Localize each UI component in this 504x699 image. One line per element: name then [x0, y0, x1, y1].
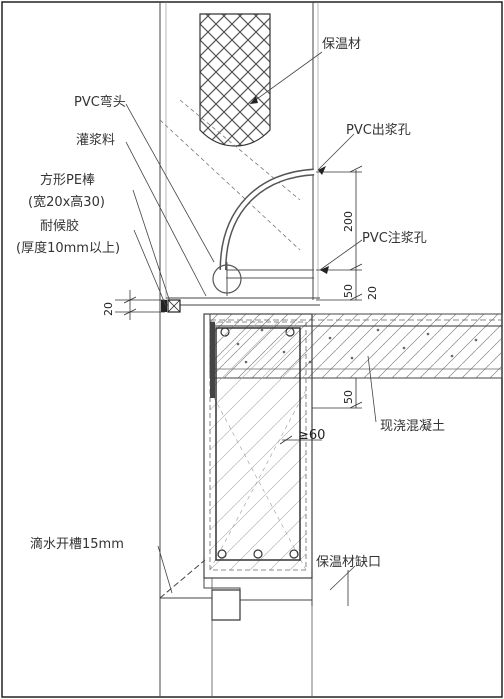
label-pe-rod: 方形PE棒: [40, 173, 96, 188]
dim-50-top: 50: [342, 284, 355, 298]
beam-core: [209, 321, 307, 571]
leader-lines: [125, 51, 377, 594]
label-pvc-inlet: PVC注浆孔: [362, 231, 427, 246]
dim-200: 200: [342, 211, 355, 232]
label-sealant: 耐候胶: [40, 219, 80, 234]
guide-line-2: [179, 99, 301, 201]
embedded-plate: [210, 322, 215, 398]
sealant: [161, 300, 167, 312]
dim-50-lower: 50: [342, 390, 355, 404]
beam: [203, 313, 313, 579]
label-grout: 灌浆料: [76, 133, 116, 148]
label-pvc-outlet: PVC出浆孔: [346, 123, 411, 138]
label-drip-groove: 滴水开槽15mm: [30, 537, 124, 552]
stirrup: [215, 327, 301, 561]
label-insulation: 保温材: [322, 37, 362, 52]
label-cast-concrete: 现浇混凝土: [380, 419, 446, 434]
label-insulation-gap: 保温材缺口: [316, 555, 382, 570]
label-pvc-elbow: PVC弯头: [74, 95, 126, 110]
dim-20-right: 20: [366, 286, 379, 300]
label-pe-rod-size: (宽20x高30): [28, 195, 105, 210]
dim-ge60: ≥60: [298, 428, 326, 443]
guide-line-1: [159, 119, 301, 251]
label-sealant-thickness: (厚度10mm以上): [16, 241, 121, 256]
insulation-gap-box: [211, 589, 241, 621]
pvc-elbow-inner: [221, 170, 315, 271]
dim-20-left: 20: [102, 302, 115, 316]
dimension-lines: [115, 165, 363, 606]
insulation-block: [199, 13, 271, 147]
